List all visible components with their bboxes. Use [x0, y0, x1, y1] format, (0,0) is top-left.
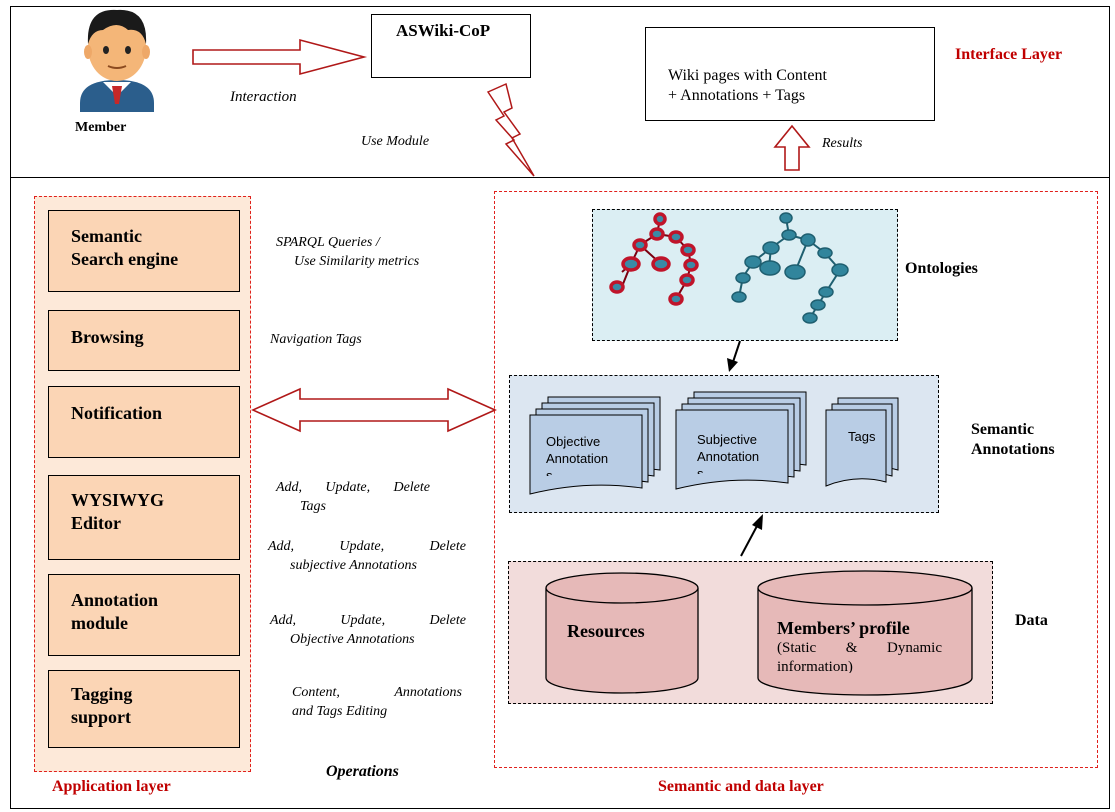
module-notification: Notification — [48, 386, 240, 458]
interface-layer-title: Interface Layer — [955, 46, 1063, 63]
module-line1: Tagging — [71, 684, 133, 704]
operation-objective: Add, Update, Delete Objective Annotation… — [270, 611, 466, 649]
results-label: Results — [822, 136, 863, 151]
aswiki-cop-label: ASWiki-CoP — [396, 21, 491, 40]
module-annotation-module: Annotation module — [48, 574, 240, 656]
module-semantic-search-engine: Semantic Search engine — [48, 210, 240, 292]
tags-doc-label: Tags — [848, 429, 876, 444]
module-browsing: Browsing — [48, 310, 240, 371]
semantic-data-layer-title: Semantic and data layer — [658, 778, 824, 795]
semantic-annotations-line1: Semantic — [971, 421, 1035, 438]
use-module-arrow — [486, 82, 535, 177]
module-tagging-support: Tagging support — [48, 670, 240, 748]
wiki-pages-line1: Wiki pages with Content — [668, 67, 827, 84]
semantic-data-layer-panel — [494, 191, 1098, 768]
members-profile-line1: (Static & Dynamic — [777, 640, 942, 656]
members-profile-label: Members’ profile (Static & Dynamic infor… — [777, 617, 942, 673]
operation-line2: and Tags Editing — [292, 704, 388, 719]
module-line2: Search engine — [71, 249, 179, 269]
operation-line1: SPARQL Queries / — [276, 235, 380, 250]
tags-docs — [825, 397, 899, 487]
module-line1: WYSIWYG — [71, 490, 165, 510]
use-module-label: Use Module — [361, 134, 430, 149]
semantic-annotations-label: Semantic Annotations — [971, 420, 1055, 460]
operation-navigation: Navigation Tags — [270, 332, 362, 347]
ontologies-label: Ontologies — [905, 260, 978, 277]
data-to-annotations-arrowhead — [752, 514, 763, 530]
operation-line1: Content, Annotations — [292, 685, 462, 700]
operation-line2: subjective Annotations — [290, 558, 417, 573]
members-profile-line2: information) — [777, 659, 853, 673]
interaction-label: Interaction — [230, 89, 297, 105]
diagram-frame — [10, 6, 1110, 809]
wiki-pages-box — [645, 27, 935, 121]
doc-line2: Annotation — [546, 451, 609, 466]
module-line1: Browsing — [71, 327, 144, 347]
interaction-arrow — [192, 38, 368, 76]
wiki-pages-line2: + Annotations + Tags — [668, 87, 806, 104]
operation-tags: Add, Update, Delete Tags — [276, 478, 430, 516]
members-profile-title: Members’ profile — [777, 618, 910, 638]
doc-line3: s — [697, 466, 704, 474]
resources-cylinder — [545, 572, 699, 694]
module-line2: Editor — [71, 513, 122, 533]
ontology-tree-red-nodes — [609, 212, 699, 306]
objective-annotations-label: Objective Annotation s — [546, 433, 608, 476]
members-profile-cylinder — [757, 570, 973, 696]
module-wysiwyg-editor: WYSIWYG Editor — [48, 475, 240, 560]
doc-line2: Annotation — [697, 449, 760, 464]
layer-divider — [10, 177, 1110, 178]
module-line2: module — [71, 613, 129, 633]
module-line2: support — [71, 707, 132, 727]
operation-line1: Add, Update, Delete — [270, 613, 466, 628]
module-line1: Annotation — [71, 590, 159, 610]
doc-line1: Subjective — [697, 432, 757, 447]
member-label: Member — [75, 120, 127, 135]
module-line1: Notification — [71, 403, 162, 423]
operation-editing: Content, Annotations and Tags Editing — [292, 683, 462, 721]
ontology-to-annotations-arrowhead — [727, 358, 738, 372]
results-arrow — [773, 124, 811, 171]
member-avatar — [80, 9, 154, 112]
operation-sparql: SPARQL Queries / Use Similarity metrics — [276, 233, 419, 271]
operation-subjective: Add, Update, Delete subjective Annotatio… — [268, 537, 466, 575]
aswiki-cop-box — [371, 14, 531, 78]
module-line1: Semantic — [71, 226, 142, 246]
operation-line1: Add, Update, Delete — [268, 539, 466, 554]
data-label: Data — [1015, 612, 1048, 629]
operation-line2: Objective Annotations — [290, 632, 415, 647]
application-layer-title: Application layer — [52, 778, 171, 795]
objective-annotations-docs — [529, 396, 661, 495]
resources-label: Resources — [567, 621, 645, 641]
ontology-tree-teal-nodes — [731, 212, 849, 324]
operations-title: Operations — [326, 763, 399, 780]
doc-line3: s — [546, 468, 553, 476]
operation-line2: Use Similarity metrics — [294, 254, 420, 269]
doc-line1: Objective — [546, 434, 601, 449]
operation-line2: Tags — [300, 499, 326, 514]
operation-line1: Add, Update, Delete — [276, 480, 430, 495]
wiki-pages-text: Wiki pages with Content + Annotations + … — [668, 66, 827, 106]
subjective-annotations-label: Subjective Annotation s — [697, 431, 759, 474]
semantic-annotations-line2: Annotations — [971, 441, 1055, 458]
bidirectional-arrow — [251, 387, 497, 433]
subjective-annotations-docs — [675, 391, 807, 490]
